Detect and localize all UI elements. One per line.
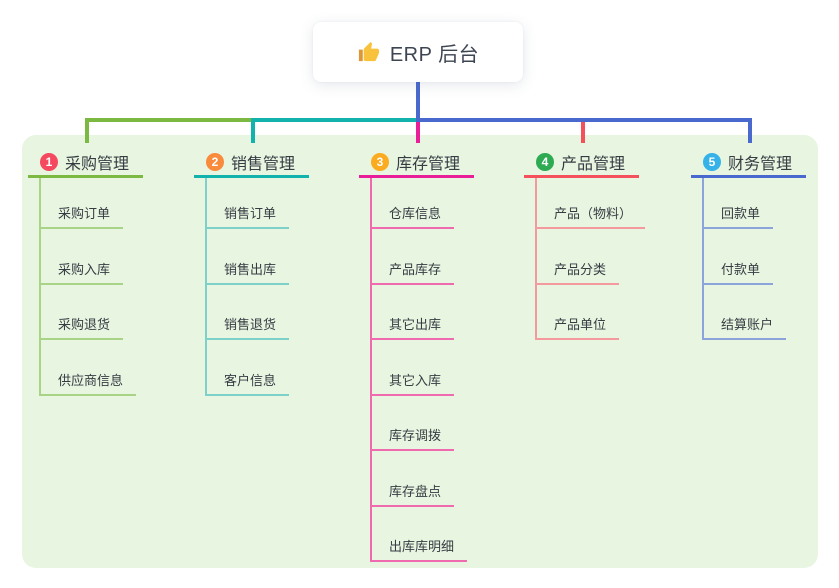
branch-title-label: 库存管理 — [396, 155, 461, 173]
child-node[interactable]: 仓库信息 — [372, 178, 455, 229]
child-node-label: 销售出库 — [224, 261, 277, 277]
branch-1: 1 采购管理采购订单采购入库采购退货供应商信息 — [28, 148, 143, 396]
child-node[interactable]: 回款单 — [704, 178, 774, 229]
child-node[interactable]: 采购入库 — [41, 229, 124, 285]
child-node[interactable]: 销售出库 — [207, 229, 290, 285]
child-node-label: 其它出库 — [389, 317, 442, 332]
branch-title-3[interactable]: 3 库存管理 — [359, 148, 474, 178]
child-node[interactable]: 结算账户 — [704, 285, 787, 340]
connector-stub-branch-2 — [251, 118, 255, 143]
child-node-label: 产品（物料） — [554, 206, 633, 221]
child-node[interactable]: 产品分类 — [537, 229, 620, 285]
child-node[interactable]: 产品单位 — [537, 285, 620, 340]
connector-stub-branch-4 — [581, 120, 585, 143]
branch-children: 采购订单采购入库采购退货供应商信息 — [39, 178, 143, 396]
child-node[interactable]: 出库库明细 — [372, 507, 468, 562]
branch-number-badge: 2 — [206, 152, 224, 171]
branch-number-badge: 4 — [536, 152, 554, 171]
child-node[interactable]: 采购退货 — [41, 285, 124, 340]
child-node-label: 供应商信息 — [58, 372, 124, 388]
child-node-label: 仓库信息 — [389, 206, 442, 221]
branch-children: 仓库信息产品库存其它出库其它入库库存调拨库存盘点出库库明细 — [370, 178, 474, 562]
child-node-label: 库存调拨 — [389, 428, 442, 443]
branch-title-label: 采购管理 — [65, 155, 130, 173]
connector-root-stub — [416, 82, 420, 122]
branch-2: 2 销售管理销售订单销售出库销售退货客户信息 — [194, 148, 309, 396]
branch-title-label: 财务管理 — [728, 155, 793, 173]
branch-children: 销售订单销售出库销售退货客户信息 — [205, 178, 309, 396]
branch-number-badge: 1 — [40, 152, 58, 171]
connector-stub-branch-1 — [85, 118, 89, 143]
child-node-label: 销售退货 — [224, 317, 277, 332]
child-node[interactable]: 销售退货 — [207, 285, 290, 340]
mindmap-panel — [22, 135, 818, 568]
branch-title-4[interactable]: 4 产品管理 — [524, 148, 639, 178]
root-node[interactable]: ERP 后台 — [313, 22, 523, 82]
branch-title-5[interactable]: 5 财务管理 — [691, 148, 806, 178]
child-node[interactable]: 库存盘点 — [372, 451, 455, 507]
connector-rail-branch-1 — [85, 118, 255, 122]
child-node[interactable]: 采购订单 — [41, 178, 124, 229]
child-node-label: 产品库存 — [389, 261, 442, 277]
child-node[interactable]: 产品库存 — [372, 229, 455, 285]
connector-rail-branch-5 — [416, 118, 752, 122]
child-node-label: 库存盘点 — [389, 483, 442, 499]
child-node[interactable]: 其它入库 — [372, 340, 455, 396]
branch-3: 3 库存管理仓库信息产品库存其它出库其它入库库存调拨库存盘点出库库明细 — [359, 148, 474, 562]
branch-4: 4 产品管理产品（物料） 产品分类产品单位 — [524, 148, 646, 340]
child-node-label: 采购退货 — [58, 317, 111, 332]
child-node[interactable]: 销售订单 — [207, 178, 290, 229]
child-node[interactable]: 客户信息 — [207, 340, 290, 396]
branch-title-1[interactable]: 1 采购管理 — [28, 148, 143, 178]
branch-title-label: 产品管理 — [561, 155, 626, 173]
child-node-label: 回款单 — [721, 206, 761, 221]
child-node-label: 销售订单 — [224, 206, 277, 221]
root-title: ERP 后台 — [389, 43, 480, 66]
branch-5: 5 财务管理回款单付款单结算账户 — [691, 148, 806, 340]
child-node-label: 结算账户 — [721, 317, 774, 332]
child-node[interactable]: 产品（物料） — [537, 178, 646, 229]
branch-children: 回款单付款单结算账户 — [702, 178, 806, 340]
child-node-label: 付款单 — [721, 261, 761, 277]
child-node-label: 采购订单 — [58, 206, 111, 221]
child-node[interactable]: 供应商信息 — [41, 340, 137, 396]
branch-title-label: 销售管理 — [231, 155, 296, 173]
connector-stub-branch-5 — [748, 118, 752, 143]
child-node[interactable]: 付款单 — [704, 229, 774, 285]
child-node-label: 客户信息 — [224, 372, 277, 388]
branch-number-badge: 3 — [371, 152, 389, 171]
child-node-label: 出库库明细 — [389, 539, 455, 554]
child-node[interactable]: 其它出库 — [372, 285, 455, 340]
child-node-label: 产品单位 — [554, 317, 607, 332]
child-node-label: 采购入库 — [58, 261, 111, 277]
branch-title-2[interactable]: 2 销售管理 — [194, 148, 309, 178]
thumbs-up-icon — [357, 41, 380, 64]
connector-rail-branch-2 — [251, 118, 420, 122]
branch-number-badge: 5 — [703, 152, 721, 171]
connector-stub-branch-3 — [416, 120, 420, 143]
child-node[interactable]: 库存调拨 — [372, 396, 455, 451]
child-node-label: 产品分类 — [554, 261, 607, 277]
child-node-label: 其它入库 — [389, 372, 442, 388]
branch-children: 产品（物料） 产品分类产品单位 — [535, 178, 646, 340]
